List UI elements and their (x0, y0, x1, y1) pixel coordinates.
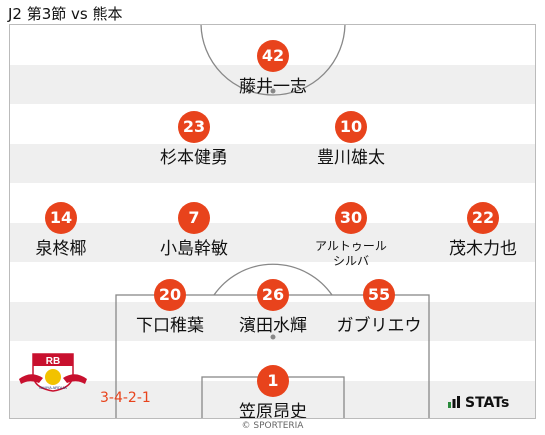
player-number: 23 (178, 111, 210, 143)
player-name: ガブリエウ (336, 316, 422, 336)
player-name: 茂木力也 (449, 239, 517, 259)
player-number: 55 (363, 279, 395, 311)
player-number: 7 (178, 202, 210, 234)
player-number: 30 (335, 202, 367, 234)
player-number: 22 (467, 202, 499, 234)
player-number: 20 (154, 279, 186, 311)
player-name: 下口稚葉 (136, 316, 204, 336)
player-number: 26 (257, 279, 289, 311)
match-title: J2 第3節 vs 熊本 (8, 5, 123, 23)
player-number: 42 (257, 40, 289, 72)
stats-bars-icon (448, 396, 460, 408)
player-number: 1 (257, 365, 289, 397)
player-name: 杉本健勇 (160, 148, 228, 168)
stats-brand: STATs (448, 395, 509, 411)
logo-ring-text: OMIYA ARDIJA (39, 385, 67, 390)
formation-label: 3-4-2-1 (100, 390, 151, 406)
logo-text: RB (46, 356, 60, 367)
red-bull-crest-icon: RB OMIYA ARDIJA (19, 353, 87, 392)
stats-label: STATs (465, 395, 510, 411)
player-name: 藤井一志 (239, 77, 307, 97)
player-name: 濱田水輝 (239, 316, 307, 336)
player-name: 豊川雄太 (317, 148, 385, 168)
player-number: 14 (45, 202, 77, 234)
copyright: © SPORTERIA (241, 421, 304, 431)
player-name-line2: シルバ (332, 254, 369, 268)
player-name: 笠原昂史 (239, 402, 307, 419)
player-name: 泉柊椰 (35, 239, 87, 259)
player-name: アルトゥール シルバ (291, 239, 411, 269)
player-name: 小島幹敏 (160, 239, 228, 259)
player-name-line1: アルトゥール (315, 239, 387, 253)
pitch: 42 藤井一志 23 杉本健勇 10 豊川雄太 14 泉柊椰 7 小島幹敏 30… (9, 24, 536, 419)
player-number: 10 (335, 111, 367, 143)
